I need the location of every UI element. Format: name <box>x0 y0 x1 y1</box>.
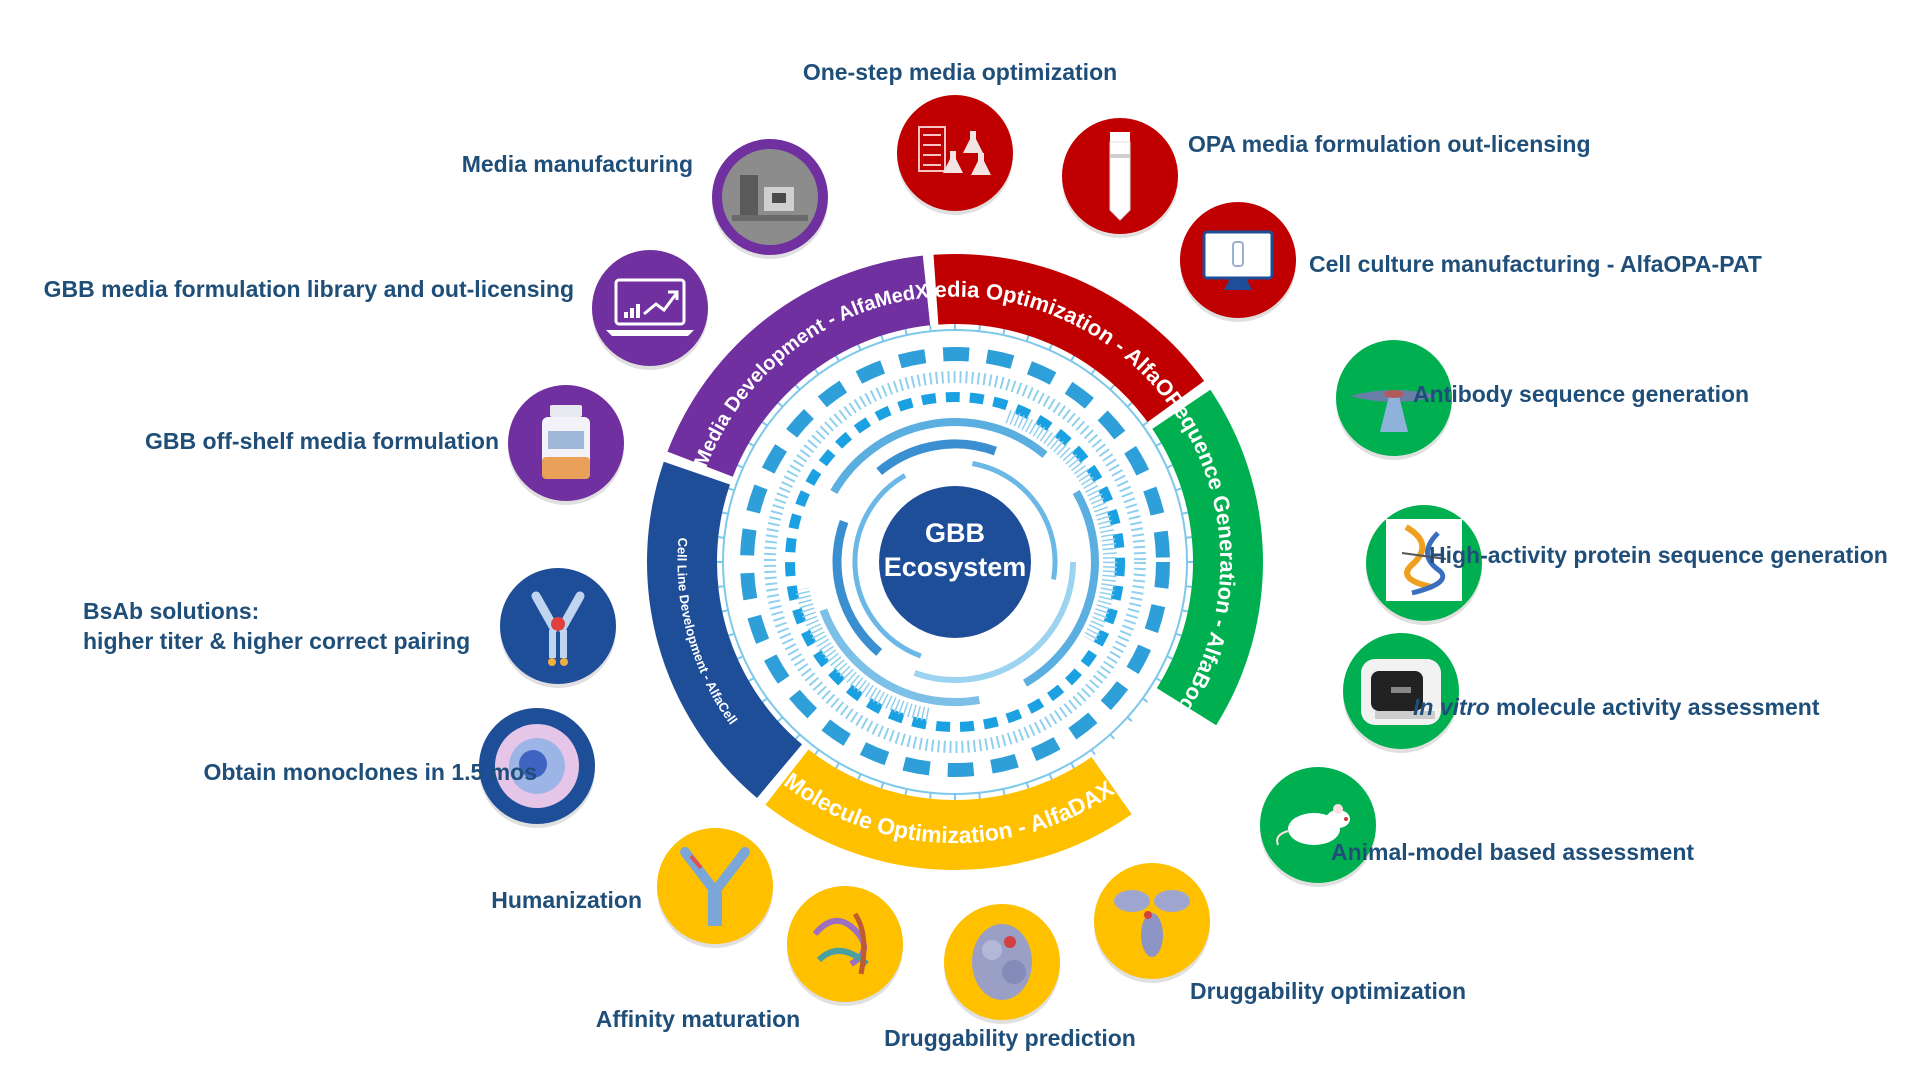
label-high-activity-protein: High-activity protein sequence generatio… <box>1429 542 1888 568</box>
segment-cell-line-development <box>646 461 803 798</box>
label-gbb-formulation-library: GBB media formulation library and out-li… <box>43 276 574 302</box>
label-media-manufacturing: Media manufacturing <box>461 151 693 177</box>
molecule-surface-icon <box>944 904 1060 1024</box>
arc-fragment <box>1022 490 1099 687</box>
in-vitro-italic: In vitro <box>1413 694 1490 720</box>
lab-instrument-icon <box>1343 633 1459 753</box>
protein-structure-icon <box>787 886 903 1006</box>
bispecific-antibody-icon <box>500 568 616 688</box>
center-hub: GBB Ecosystem <box>879 486 1031 638</box>
label-druggability-optimization: Druggability optimization <box>1190 978 1466 1004</box>
segment-sequence-generation <box>1152 389 1264 726</box>
icon-circles <box>479 95 1482 1024</box>
arc-fragment <box>971 461 1058 580</box>
segment-media-development <box>667 255 931 477</box>
decorative-rings <box>711 318 1199 806</box>
arc-fragment <box>876 439 997 476</box>
test-tube-icon <box>1062 118 1178 238</box>
label-antibody-sequence: Antibody sequence generation <box>1413 381 1750 407</box>
segment-media-optimization <box>933 254 1205 423</box>
protein-ribbon-icon <box>1366 505 1482 625</box>
cell-icon <box>479 708 595 828</box>
arc-fragment <box>913 561 1076 684</box>
protein-surface-icon <box>1336 340 1452 460</box>
center-title-line2: Ecosystem <box>884 552 1027 582</box>
laptop-chart-icon <box>592 250 708 370</box>
label-monoclones: Obtain monoclones in 1.5 mos <box>203 759 537 785</box>
dashed-ring-inner <box>785 392 1125 732</box>
in-vitro-rest: molecule activity assessment <box>1489 694 1820 720</box>
label-gbb-off-shelf: GBB off-shelf media formulation <box>145 428 499 454</box>
mouse-icon <box>1260 767 1376 887</box>
label-cell-culture-manufacturing: Cell culture manufacturing - AlfaOPA-PAT <box>1309 251 1762 277</box>
antibody-surface-icon <box>1094 863 1210 983</box>
label-druggability-prediction: Druggability prediction <box>884 1025 1136 1051</box>
label-humanization: Humanization <box>491 887 642 913</box>
label-bsab-line1: BsAb solutions: <box>83 598 260 624</box>
label-affinity-maturation: Affinity maturation <box>595 1006 801 1032</box>
center-circle <box>879 486 1031 638</box>
center-title-line1: GBB <box>925 518 985 548</box>
arc-fragment <box>830 418 1048 495</box>
arc-fragment <box>852 473 922 659</box>
dashed-ring-outer <box>740 347 1170 777</box>
hatch-fragment <box>1005 409 1117 643</box>
factory-photo-icon <box>712 139 828 259</box>
hatch-fragment <box>795 587 930 722</box>
label-in-vitro-assessment: In vitro molecule activity assessment <box>1413 692 1820 723</box>
media-bottle-icon <box>508 385 624 505</box>
label-bsab-line2: higher titer & higher correct pairing <box>83 628 471 654</box>
arc-fragment <box>832 520 883 656</box>
monitor-vial-icon <box>1180 202 1296 322</box>
segment-molecule-optimization <box>765 749 1132 870</box>
label-one-step-optimization: One-step media optimization <box>802 59 1118 85</box>
label-animal-model: Animal-model based assessment <box>1331 839 1695 865</box>
lab-flasks-icon <box>897 95 1013 215</box>
arc-fragment <box>819 608 980 706</box>
antibody-icon <box>657 828 773 948</box>
hatch-ring <box>764 371 1146 753</box>
label-opa-out-licensing: OPA media formulation out-licensing <box>1188 131 1591 157</box>
